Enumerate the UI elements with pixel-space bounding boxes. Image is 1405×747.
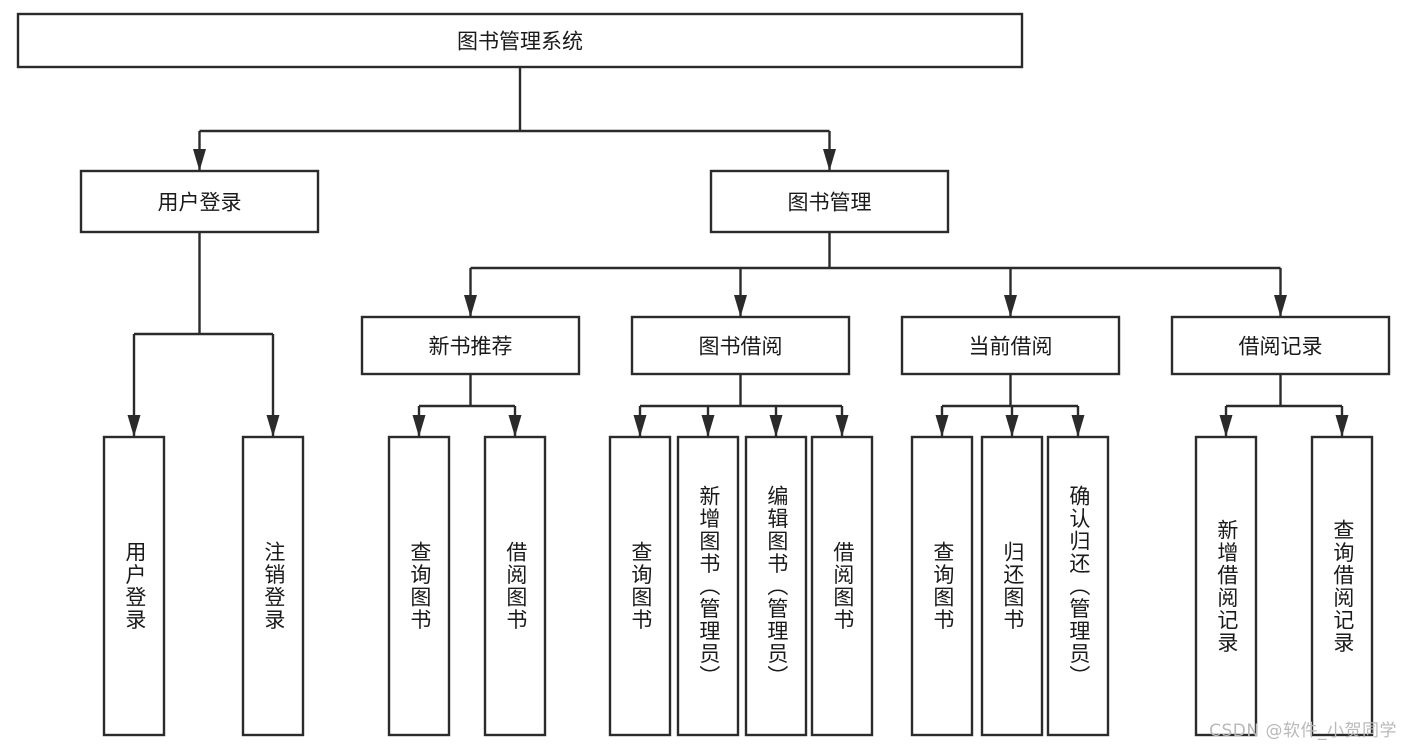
node-book-borrow[interactable]: 图书借阅	[630, 315, 851, 376]
node-label-book-manage: 图书管理	[788, 191, 872, 215]
arrow-user-login-leaf-user-logout	[266, 415, 280, 437]
arrow-book-borrow-leaf-bor-edit-book	[769, 415, 783, 437]
node-new-book-rec[interactable]: 新书推荐	[360, 315, 581, 376]
node-box-borrow-record	[1170, 315, 1391, 376]
node-leaf-cur-return-book[interactable]	[980, 435, 1044, 737]
arrow-book-manage-borrow-record	[1274, 295, 1287, 317]
node-leaf-cur-query-book[interactable]	[910, 435, 974, 737]
arrow-root-user-login	[193, 149, 206, 171]
node-leaf-user-logout[interactable]	[241, 435, 305, 737]
arrow-book-borrow-leaf-bor-borrow-book	[835, 415, 849, 437]
watermark: CSDN @软件_小贺同学	[1209, 721, 1397, 741]
node-leaf-cur-confirm[interactable]	[1046, 435, 1110, 737]
node-box-leaf-bor-edit-book	[744, 435, 808, 737]
node-box-leaf-rec-add-record	[1194, 435, 1258, 737]
node-label-current-borrow: 当前借阅	[969, 335, 1053, 359]
node-box-leaf-rec-borrow-book	[483, 435, 547, 737]
node-box-leaf-bor-borrow-book	[810, 435, 874, 737]
node-box-book-manage	[709, 169, 950, 234]
arrow-book-manage-new-book-rec	[464, 295, 477, 317]
arrow-user-login-leaf-user-login	[127, 415, 141, 437]
arrow-borrow-record-leaf-rec-add-record	[1219, 415, 1233, 437]
arrow-new-book-rec-leaf-rec-borrow-book	[508, 415, 522, 437]
node-root[interactable]: 图书管理系统	[16, 12, 1024, 69]
arrow-root-book-manage	[823, 149, 836, 171]
node-leaf-rec-query-record[interactable]	[1310, 435, 1374, 737]
arrow-current-borrow-leaf-cur-query-book	[935, 415, 949, 437]
node-box-root	[16, 12, 1024, 69]
node-box-user-login	[79, 169, 320, 234]
node-box-leaf-cur-return-book	[980, 435, 1044, 737]
node-label-borrow-record: 借阅记录	[1239, 335, 1323, 359]
node-leaf-bor-query-book[interactable]	[608, 435, 672, 737]
node-leaf-user-login[interactable]	[102, 435, 166, 737]
node-box-leaf-cur-confirm	[1046, 435, 1110, 737]
node-leaf-bor-add-book[interactable]	[676, 435, 740, 737]
node-box-leaf-bor-query-book	[608, 435, 672, 737]
node-leaf-bor-edit-book[interactable]	[744, 435, 808, 737]
arrow-book-manage-current-borrow	[1004, 295, 1017, 317]
node-box-leaf-user-logout	[241, 435, 305, 737]
node-leaf-rec-query-book[interactable]	[387, 435, 451, 737]
node-box-current-borrow	[900, 315, 1121, 376]
node-label-root: 图书管理系统	[457, 30, 583, 54]
node-leaf-rec-add-record[interactable]	[1194, 435, 1258, 737]
arrow-book-manage-book-borrow	[734, 295, 747, 317]
node-box-new-book-rec	[360, 315, 581, 376]
arrow-borrow-record-leaf-rec-query-record	[1335, 415, 1349, 437]
node-box-book-borrow	[630, 315, 851, 376]
node-leaf-rec-borrow-book[interactable]	[483, 435, 547, 737]
node-leaf-bor-borrow-book[interactable]	[810, 435, 874, 737]
node-box-leaf-cur-query-book	[910, 435, 974, 737]
node-label-user-login: 用户登录	[158, 191, 242, 215]
arrow-book-borrow-leaf-bor-add-book	[701, 415, 715, 437]
node-label-book-borrow: 图书借阅	[699, 335, 783, 359]
arrow-book-borrow-leaf-bor-query-book	[633, 415, 647, 437]
node-box-leaf-rec-query-record	[1310, 435, 1374, 737]
node-label-new-book-rec: 新书推荐	[429, 335, 513, 359]
node-borrow-record[interactable]: 借阅记录	[1170, 315, 1391, 376]
arrow-new-book-rec-leaf-rec-query-book	[412, 415, 426, 437]
arrow-current-borrow-leaf-cur-confirm	[1071, 415, 1085, 437]
edge-layer	[127, 67, 1349, 437]
node-box-leaf-user-login	[102, 435, 166, 737]
node-user-login[interactable]: 用户登录	[79, 169, 320, 234]
node-box-leaf-rec-query-book	[387, 435, 451, 737]
node-box-leaf-bor-add-book	[676, 435, 740, 737]
node-current-borrow[interactable]: 当前借阅	[900, 315, 1121, 376]
node-book-manage[interactable]: 图书管理	[709, 169, 950, 234]
arrow-current-borrow-leaf-cur-return-book	[1005, 415, 1019, 437]
